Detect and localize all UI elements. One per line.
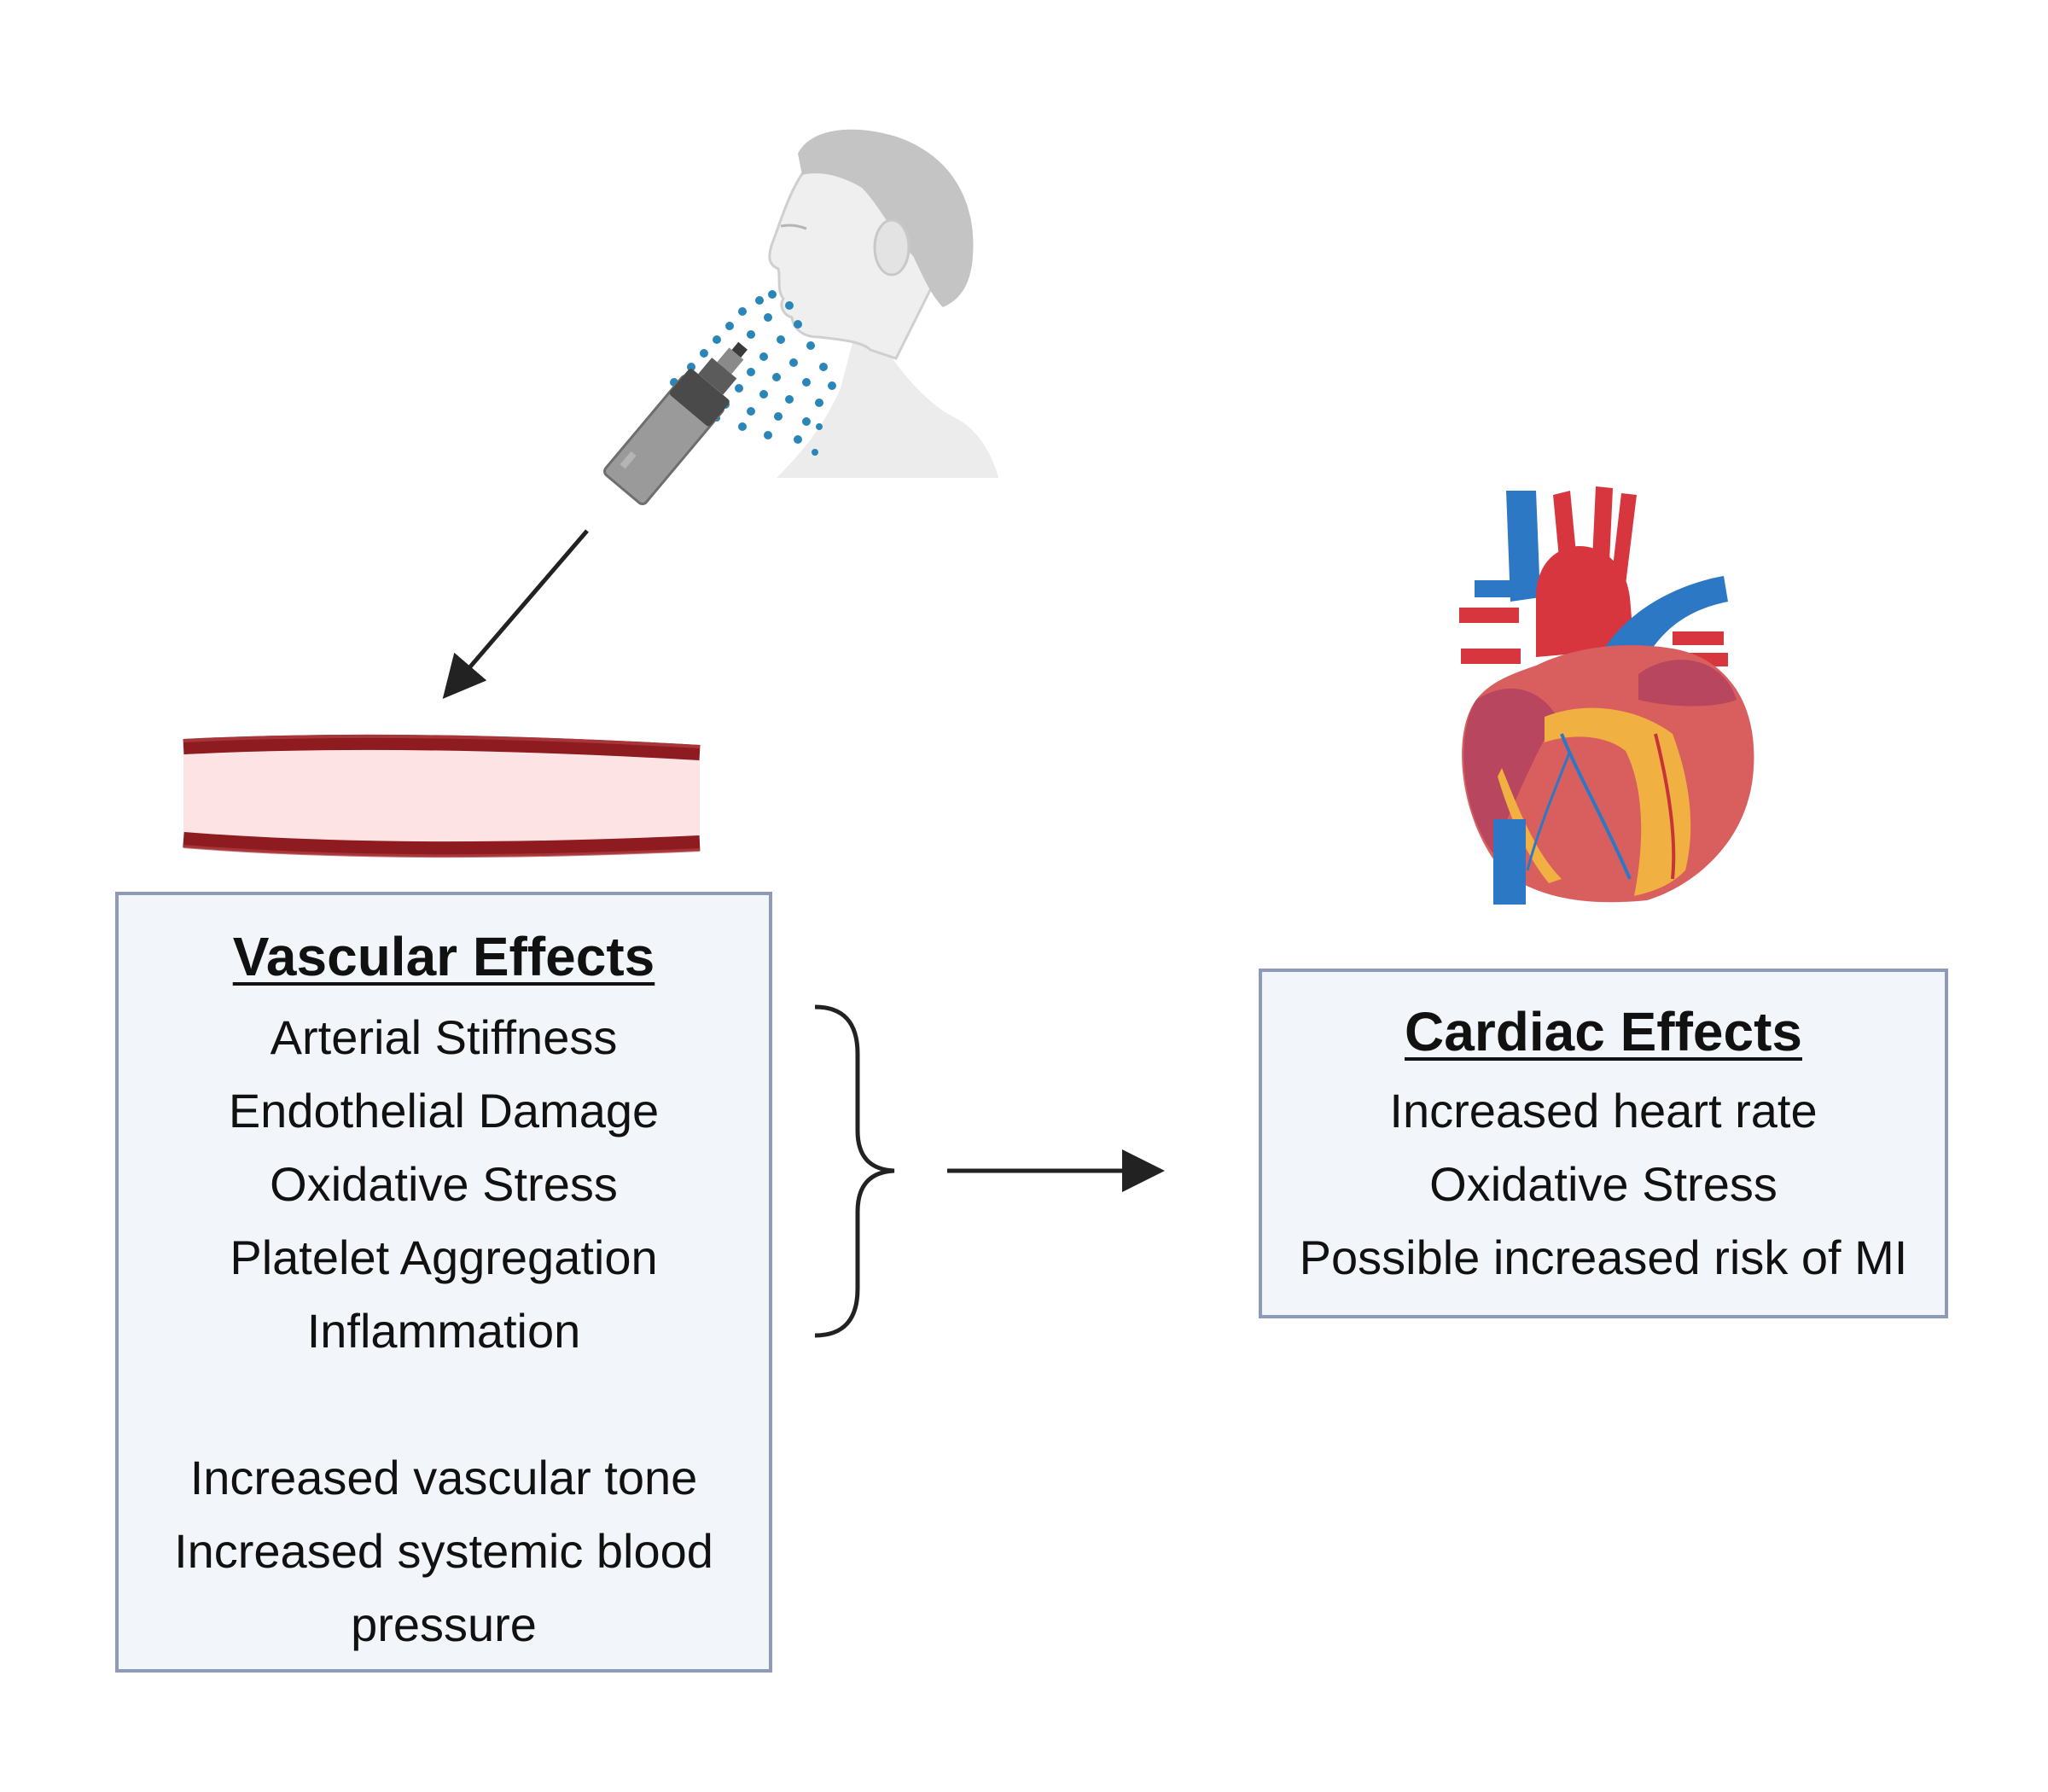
person-vaping-icon [768, 129, 998, 478]
cardiac-effect-item: Increased heart rate [1389, 1084, 1818, 1137]
blood-vessel-icon [183, 734, 701, 858]
vascular-outcome-item: pressure [351, 1597, 537, 1651]
cardiac-effect-item: Possible increased risk of MI [1299, 1231, 1908, 1284]
vascular-effects-title: Vascular Effects [232, 926, 655, 987]
vascular-effects-box: Vascular Effects Arterial Stiffness Endo… [115, 892, 772, 1673]
e-cigarette-icon [603, 341, 748, 506]
vascular-effect-item: Inflammation [306, 1304, 581, 1358]
cardiac-effects-title: Cardiac Effects [1405, 1001, 1802, 1062]
brace-icon [814, 1004, 895, 1338]
cardiac-effect-item: Oxidative Stress [1429, 1157, 1777, 1211]
vascular-outcome-item: Increased systemic blood [174, 1524, 713, 1578]
cardiac-effects-box: Cardiac Effects Increased heart rate Oxi… [1259, 969, 1948, 1318]
vascular-outcome-item: Increased vascular tone [189, 1451, 698, 1504]
vascular-effect-item: Arterial Stiffness [270, 1010, 618, 1064]
arrow-icon [442, 529, 589, 699]
vascular-effect-item: Platelet Aggregation [230, 1231, 658, 1284]
spacer [119, 1368, 769, 1441]
vascular-effect-item: Endothelial Damage [228, 1084, 660, 1137]
vascular-effect-item: Oxidative Stress [270, 1157, 618, 1211]
heart-icon [1459, 486, 1754, 905]
